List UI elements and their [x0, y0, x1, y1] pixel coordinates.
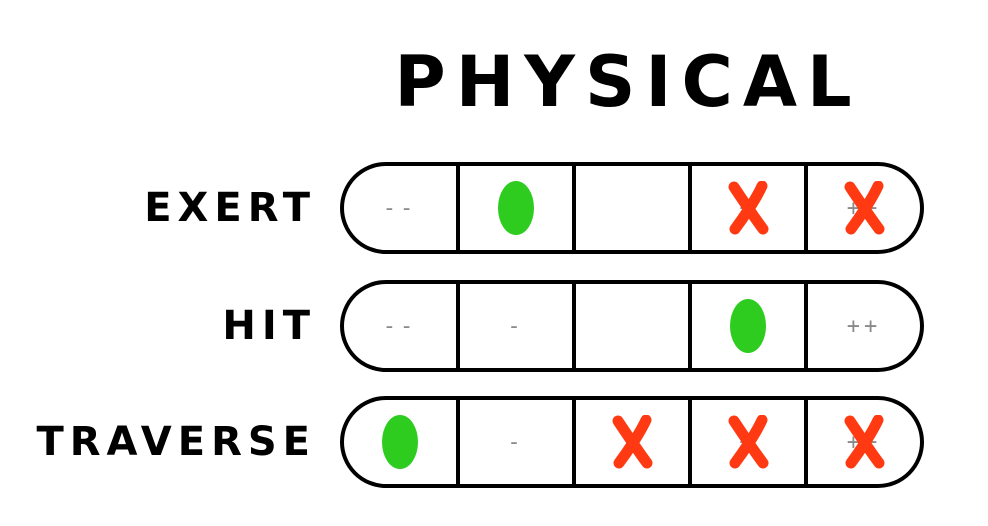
- rating-cell[interactable]: +: [688, 284, 804, 368]
- rating-cell[interactable]: -: [456, 284, 572, 368]
- green-dot-icon: [498, 181, 534, 235]
- rating-cell[interactable]: --: [344, 284, 456, 368]
- rating-cell[interactable]: --: [344, 400, 456, 484]
- rating-cell[interactable]: ++: [804, 400, 920, 484]
- rating-track: -- - + ++: [340, 280, 924, 372]
- cell-label: -: [507, 429, 525, 455]
- row-label: EXERT: [144, 185, 316, 231]
- stat-row-exert: EXERT -- + ++: [0, 158, 988, 258]
- rating-cell[interactable]: [456, 166, 572, 250]
- red-cross-icon: [726, 181, 770, 235]
- red-cross-icon: [842, 415, 886, 469]
- rating-cell[interactable]: ++: [804, 166, 920, 250]
- row-label: HIT: [222, 303, 316, 349]
- green-dot-icon: [382, 415, 418, 469]
- green-dot-icon: [730, 299, 766, 353]
- rating-cell[interactable]: +: [688, 400, 804, 484]
- red-cross-icon: [726, 415, 770, 469]
- rating-track: -- - + ++: [340, 396, 924, 488]
- stat-row-hit: HIT -- - + ++: [0, 276, 988, 376]
- cell-label: --: [382, 195, 418, 221]
- rating-cell[interactable]: [572, 166, 688, 250]
- page-title: PHYSICAL: [394, 41, 862, 123]
- rating-cell[interactable]: +: [688, 166, 804, 250]
- row-label: TRAVERSE: [36, 419, 316, 465]
- red-cross-icon: [842, 181, 886, 235]
- rating-cell[interactable]: -: [456, 400, 572, 484]
- cell-label: --: [382, 313, 418, 339]
- rating-cell[interactable]: --: [344, 166, 456, 250]
- cell-label: -: [507, 313, 525, 339]
- rating-track: -- + ++: [340, 162, 924, 254]
- red-cross-icon: [610, 415, 654, 469]
- rating-cell[interactable]: [572, 400, 688, 484]
- rating-cell[interactable]: [572, 284, 688, 368]
- stat-row-traverse: TRAVERSE -- - + ++: [0, 392, 988, 492]
- rating-cell[interactable]: ++: [804, 284, 920, 368]
- cell-label: ++: [846, 313, 882, 339]
